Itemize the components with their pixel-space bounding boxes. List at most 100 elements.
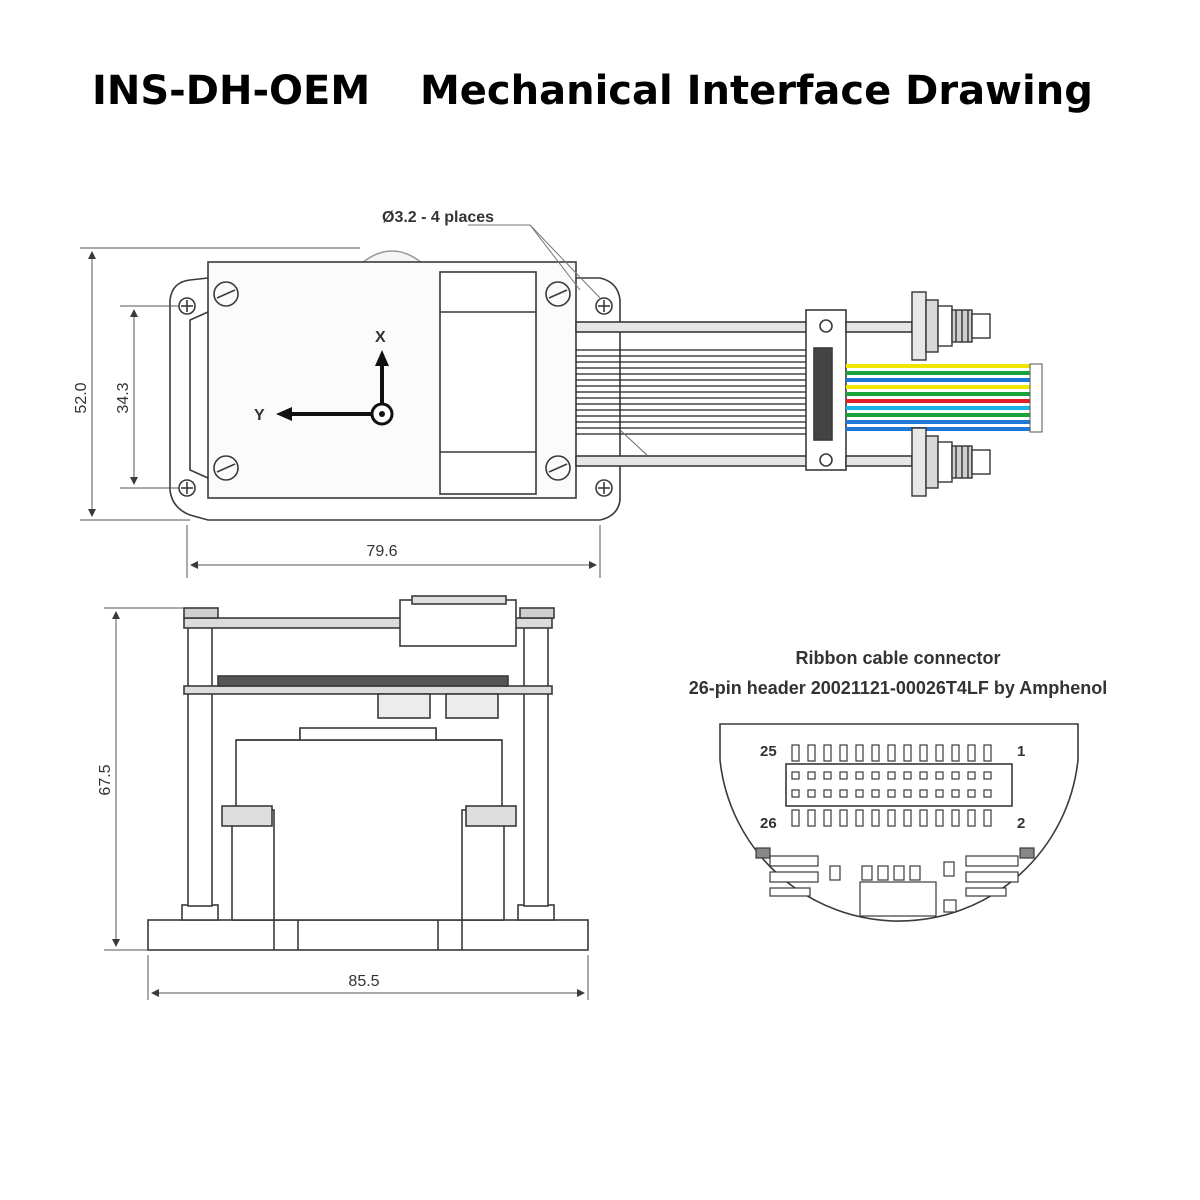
pin [807, 789, 816, 798]
pin [791, 789, 800, 798]
standoff-left [187, 611, 213, 907]
mount-hole-bottom-right [595, 479, 613, 497]
pin-leg-bottom [983, 809, 992, 827]
pin-leg-bottom [871, 809, 880, 827]
pin-leg-bottom [887, 809, 896, 827]
pin-label-26: 26 [760, 815, 777, 832]
pin-label-2: 2 [1017, 815, 1025, 832]
pin [887, 771, 896, 780]
screw-top-left [213, 281, 239, 307]
pin-label-1: 1 [1017, 743, 1025, 760]
top-view [169, 224, 913, 521]
pin-leg-top [967, 744, 976, 762]
y-axis-label: Y [254, 407, 265, 424]
pin-leg-bottom [807, 809, 816, 827]
pin-leg-top [839, 744, 848, 762]
mount-hole-top-right [595, 297, 613, 315]
pin [935, 771, 944, 780]
pin [823, 771, 832, 780]
pin-leg-top [887, 744, 896, 762]
pin-leg-top [807, 744, 816, 762]
pin [951, 771, 960, 780]
screw-bottom-right [545, 455, 571, 481]
pin [919, 789, 928, 798]
pcb-lower [183, 685, 553, 695]
pin-leg-bottom [839, 809, 848, 827]
pin [839, 771, 848, 780]
x-axis-label: X [375, 329, 386, 346]
dim-79-6: 79.6 [366, 543, 397, 560]
connector-board-parts [755, 847, 1035, 917]
xy-axes: X Y [254, 329, 394, 426]
screw-top-right [545, 281, 571, 307]
pin [935, 789, 944, 798]
pin-leg-bottom [855, 809, 864, 827]
pin-leg-top [823, 744, 832, 762]
pin-leg-bottom [919, 809, 928, 827]
pin-leg-bottom [951, 809, 960, 827]
pin-leg-bottom [903, 809, 912, 827]
pin [967, 789, 976, 798]
pin [983, 771, 992, 780]
connector-caption-line1: Ribbon cable connector [795, 648, 1000, 668]
lower-cable [575, 455, 809, 467]
pin-leg-top [951, 744, 960, 762]
pin-leg-top [791, 744, 800, 762]
pin-leg-bottom [967, 809, 976, 827]
pin-array [791, 744, 992, 827]
hole-note: Ø3.2 - 4 places [382, 209, 494, 226]
pin-header-body [785, 763, 1013, 807]
pcb-upper [183, 617, 553, 629]
pin [791, 771, 800, 780]
pin-leg-top [919, 744, 928, 762]
connector-block [439, 271, 537, 495]
drawing-title: INS-DH-OEM Mechanical Interface Drawing [0, 68, 1200, 128]
pin [807, 771, 816, 780]
round-connector-bottom [911, 427, 991, 497]
pin [967, 771, 976, 780]
pin [855, 771, 864, 780]
left-bracket [189, 311, 209, 479]
pin [823, 789, 832, 798]
screw-bottom-left [213, 455, 239, 481]
dim-85-5: 85.5 [348, 973, 379, 990]
side-view [147, 595, 589, 951]
pin-leg-top [871, 744, 880, 762]
pin [983, 789, 992, 798]
colored-wires [846, 364, 1030, 431]
pin-leg-top [983, 744, 992, 762]
dim-34-3: 34.3 [115, 382, 132, 413]
base-plate [147, 919, 589, 951]
pin-leg-bottom [935, 809, 944, 827]
dim-52: 52.0 [73, 382, 90, 413]
top-view-dimensions [80, 247, 601, 578]
pin [919, 771, 928, 780]
pin [855, 789, 864, 798]
ribbon-cable [576, 349, 818, 435]
dim-67-5: 67.5 [97, 764, 114, 795]
drawing-subtitle: Mechanical Interface Drawing [420, 68, 1093, 114]
side-view-dimensions [104, 607, 589, 1000]
ribbon-header [813, 347, 833, 441]
pin [951, 789, 960, 798]
part-number: INS-DH-OEM [92, 68, 371, 114]
pin-leg-top [855, 744, 864, 762]
standoff-right [523, 611, 549, 907]
wire-ends [1029, 363, 1043, 433]
pin [871, 771, 880, 780]
pin [903, 771, 912, 780]
pin [903, 789, 912, 798]
pin-leg-top [903, 744, 912, 762]
round-connector-top [911, 291, 991, 361]
pin-leg-bottom [823, 809, 832, 827]
pin-label-25: 25 [760, 743, 777, 760]
top-connector-block [399, 599, 517, 647]
pin [871, 789, 880, 798]
pin-leg-bottom [791, 809, 800, 827]
connector-caption-line2: 26-pin header 20021121-00026T4LF by Amph… [689, 678, 1108, 698]
upper-cable [575, 321, 809, 333]
pin [839, 789, 848, 798]
round-connectors [911, 291, 991, 497]
pin-leg-top [935, 744, 944, 762]
